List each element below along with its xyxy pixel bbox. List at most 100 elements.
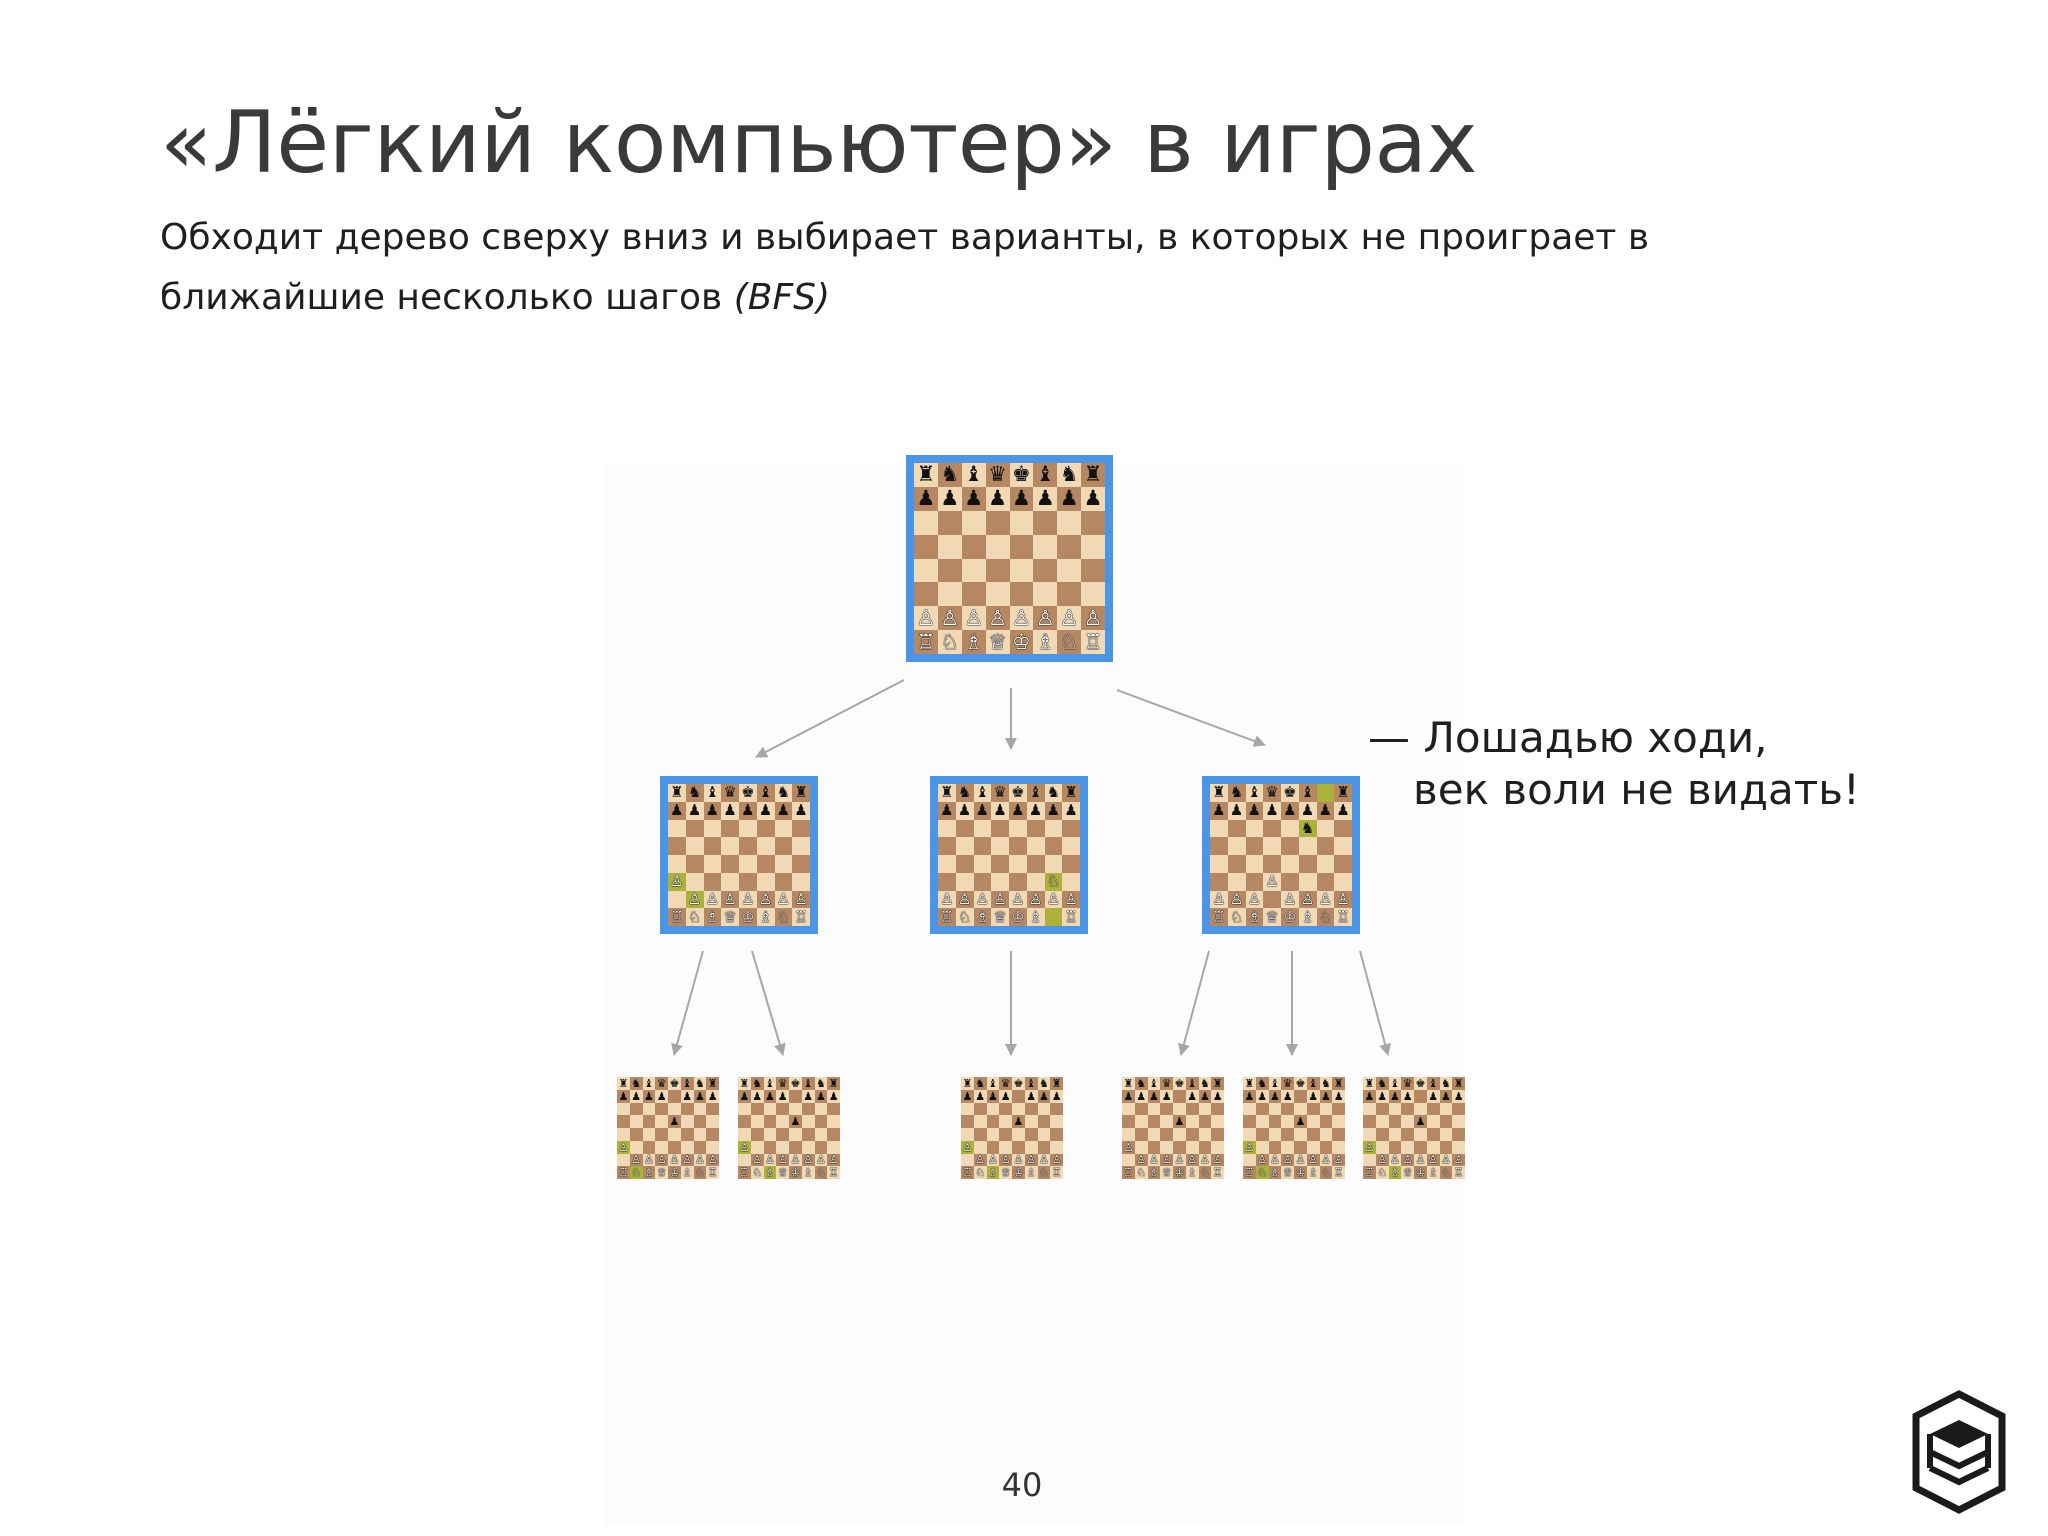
square-c1: ♗ <box>1268 1166 1282 1179</box>
black-pawn-icon: ♟ <box>1428 1089 1439 1103</box>
square-a3 <box>1210 872 1228 891</box>
black-pawn-icon: ♟ <box>1051 1089 1062 1103</box>
square-g3 <box>1316 872 1335 891</box>
square-h5 <box>1211 1115 1224 1128</box>
black-king-icon: ♚ <box>1174 1077 1185 1090</box>
square-h2: ♙ <box>1062 890 1080 909</box>
square-f7: ♟ <box>1306 1089 1320 1103</box>
square-e5 <box>1009 837 1027 855</box>
black-knight-icon: ♞ <box>1257 1077 1268 1090</box>
black-pawn-icon: ♟ <box>940 486 960 511</box>
white-bishop-icon: ♗ <box>1308 1166 1319 1179</box>
square-h6 <box>827 1102 840 1116</box>
square-a5 <box>668 837 686 855</box>
square-g3 <box>1037 1140 1051 1154</box>
black-pawn-icon: ♟ <box>1318 801 1333 820</box>
black-king-icon: ♚ <box>741 784 755 802</box>
square-e6 <box>1009 510 1034 535</box>
square-e7 <box>1294 1089 1307 1103</box>
square-e8: ♚ <box>789 1077 802 1090</box>
white-pawn-icon: ♙ <box>1453 1153 1464 1167</box>
black-knight-icon: ♞ <box>694 1077 705 1090</box>
black-pawn-icon: ♟ <box>1453 1089 1464 1103</box>
black-king-icon: ♚ <box>1012 463 1031 487</box>
square-c3 <box>642 1140 656 1154</box>
square-d2: ♙ <box>776 1153 789 1167</box>
square-d8: ♛ <box>991 784 1009 802</box>
square-a3: ♙ <box>738 1140 751 1154</box>
square-b8: ♞ <box>955 784 974 802</box>
white-king-icon: ♔ <box>1415 1166 1426 1179</box>
square-b1: ♘ <box>1255 1166 1269 1179</box>
square-a3: ♙ <box>617 1140 630 1154</box>
square-c2: ♙ <box>973 890 992 909</box>
white-king-icon: ♔ <box>741 908 755 926</box>
square-h4 <box>1211 1128 1224 1141</box>
square-d4 <box>1281 1128 1294 1141</box>
white-knight-icon: ♘ <box>1440 1166 1451 1179</box>
square-b6 <box>629 1102 643 1116</box>
square-e1: ♔ <box>1414 1166 1427 1179</box>
square-a6 <box>1243 1102 1256 1116</box>
square-g1: ♘ <box>1316 908 1335 926</box>
black-pawn-icon: ♟ <box>1377 1089 1388 1103</box>
square-b4 <box>1227 855 1246 873</box>
white-pawn-icon: ♙ <box>1051 1153 1062 1167</box>
white-rook-icon: ♖ <box>828 1166 839 1179</box>
square-e3 <box>1012 1140 1025 1154</box>
square-g3 <box>1319 1140 1333 1154</box>
square-c5 <box>1147 1115 1161 1128</box>
square-c8: ♝ <box>763 1077 777 1090</box>
tree-arrows <box>671 679 1391 1056</box>
square-c4 <box>763 1128 777 1141</box>
square-b8: ♞ <box>1134 1077 1148 1090</box>
black-rook-icon: ♜ <box>1064 784 1078 802</box>
square-b5 <box>685 837 704 855</box>
square-e3 <box>1281 872 1299 891</box>
square-h8: ♜ <box>1211 1077 1224 1090</box>
black-pawn-icon: ♟ <box>1148 1089 1159 1103</box>
square-h7: ♟ <box>1452 1089 1465 1103</box>
white-pawn-icon: ♙ <box>670 872 684 891</box>
square-a7: ♟ <box>738 1089 751 1103</box>
square-b8: ♞ <box>1255 1077 1269 1090</box>
white-knight-icon: ♘ <box>1257 1166 1268 1179</box>
square-g7: ♟ <box>1037 1089 1051 1103</box>
black-king-icon: ♚ <box>1295 1077 1306 1090</box>
white-pawn-icon: ♙ <box>1136 1153 1147 1167</box>
square-h1: ♖ <box>1332 1166 1345 1179</box>
black-pawn-icon: ♟ <box>1364 1089 1375 1103</box>
square-c6 <box>1268 1102 1282 1116</box>
square-h3 <box>1332 1140 1345 1154</box>
white-knight-icon: ♘ <box>631 1166 642 1179</box>
square-a6 <box>938 819 956 838</box>
square-c1: ♗ <box>1388 1166 1402 1179</box>
square-h6 <box>1050 1102 1063 1116</box>
square-e2: ♙ <box>1009 890 1027 909</box>
square-g4 <box>1044 855 1063 873</box>
square-g7: ♟ <box>1439 1089 1453 1103</box>
square-c7: ♟ <box>1388 1089 1402 1103</box>
square-b5 <box>1375 1115 1389 1128</box>
square-f2: ♙ <box>680 1153 694 1167</box>
square-b8: ♞ <box>685 784 704 802</box>
black-pawn-icon: ♟ <box>1035 486 1055 511</box>
square-h7: ♟ <box>792 801 810 820</box>
square-e7 <box>1414 1089 1427 1103</box>
square-c3 <box>763 1140 777 1154</box>
black-rook-icon: ♜ <box>794 784 808 802</box>
black-pawn-icon: ♟ <box>1046 801 1061 820</box>
black-pawn-icon: ♟ <box>1247 801 1262 820</box>
black-bishop-icon: ♝ <box>1026 1077 1037 1090</box>
white-rook-icon: ♖ <box>1212 908 1226 926</box>
square-e6 <box>739 819 757 838</box>
square-c8: ♝ <box>961 463 986 487</box>
square-d3: ♙ <box>1263 872 1281 891</box>
square-g8: ♞ <box>1037 1077 1051 1090</box>
square-f1: ♗ <box>801 1166 815 1179</box>
square-a5 <box>738 1115 751 1128</box>
white-pawn-icon: ♙ <box>1046 890 1061 908</box>
square-e8: ♚ <box>1173 1077 1186 1090</box>
square-d6 <box>655 1102 668 1116</box>
square-c2: ♙ <box>1268 1153 1282 1167</box>
